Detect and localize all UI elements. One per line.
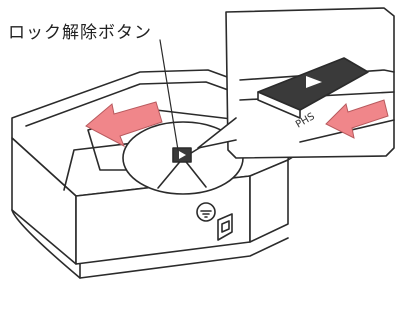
unlock-button-label: ロック解除ボタン: [8, 23, 152, 43]
leader-line: [159, 39, 179, 151]
antenna-emblem-icon: [196, 202, 216, 222]
side-switch[interactable]: [217, 213, 233, 241]
play-icon: [306, 76, 322, 88]
unlock-button[interactable]: [172, 147, 192, 163]
push-arrow-icon: [325, 99, 389, 139]
push-arrow-icon: [85, 101, 163, 148]
